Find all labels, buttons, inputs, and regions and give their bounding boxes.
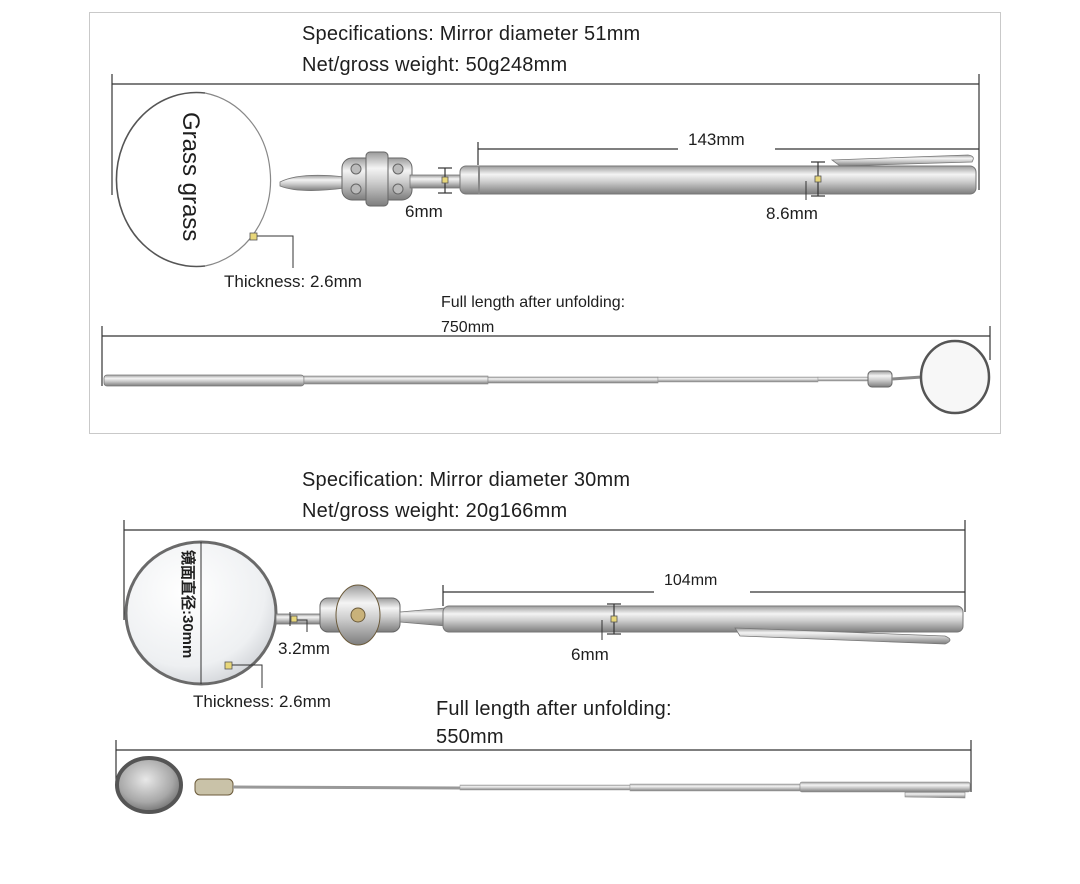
thickness-leader-bottom <box>224 661 263 688</box>
thickness-bottom: Thickness: 2.6mm <box>193 692 331 711</box>
handle-top <box>459 154 977 195</box>
unfolded-length-line-top <box>101 326 991 386</box>
unfolded-length-line-bottom <box>115 740 972 792</box>
thickness-top: Thickness: 2.6mm <box>224 272 362 291</box>
unfold-label-bottom: Full length after unfolding: <box>436 698 672 720</box>
mirror-label-bottom: 镜面直径:30mm <box>179 550 196 659</box>
neck-diameter-top: 6mm <box>405 202 443 221</box>
handle-diameter-bottom: 6mm <box>571 645 609 664</box>
spec-weight-top: Net/gross weight: 50g248mm <box>302 54 568 76</box>
unfold-length-bottom: 550mm <box>436 726 504 748</box>
neck-joint-top <box>279 151 463 207</box>
spec-mirror-diameter-bottom: Specification: Mirror diameter 30mm <box>302 469 631 491</box>
handle-length-top: 143mm <box>688 130 745 149</box>
unfolded-tool-top <box>103 339 991 415</box>
neck-diameter-marker-bottom <box>289 612 308 632</box>
neck-diameter-marker-top <box>438 167 452 194</box>
unfolded-tool-bottom <box>115 756 971 814</box>
handle-length-bottom: 104mm <box>664 572 718 589</box>
handle-diameter-top: 8.6mm <box>766 204 818 223</box>
neck-joint-bottom <box>275 584 446 646</box>
mirror-label-top: Grass grass <box>177 112 204 242</box>
handle-length-line-top <box>477 142 979 165</box>
neck-diameter-bottom: 3.2mm <box>278 639 330 658</box>
handle-diameter-marker-bottom <box>601 603 621 640</box>
spec-weight-bottom: Net/gross weight: 20g166mm <box>302 500 568 522</box>
mirror-head-bottom <box>124 540 278 686</box>
overall-length-line-top <box>111 74 980 195</box>
overall-length-line-bottom <box>123 520 966 620</box>
product-panel-51mm <box>89 12 1001 434</box>
handle-bottom <box>442 605 964 645</box>
unfold-length-top: 750mm <box>441 319 495 336</box>
spec-mirror-diameter-top: Specifications: Mirror diameter 51mm <box>302 23 641 45</box>
unfold-label-top: Full length after unfolding: <box>441 294 626 311</box>
thickness-leader-top <box>249 232 294 268</box>
handle-diameter-marker-top <box>805 161 825 200</box>
mirror-head-top <box>115 91 272 268</box>
handle-length-line-bottom <box>442 585 965 606</box>
